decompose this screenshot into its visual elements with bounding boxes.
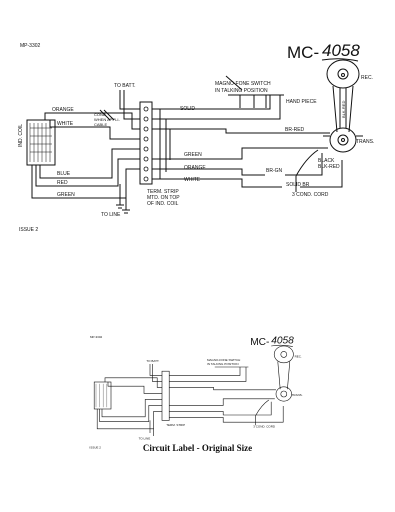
label-trans-small: TRANS. <box>292 393 303 397</box>
induction-coil <box>26 119 56 166</box>
label-cord-small: 3 COND. CORD <box>253 425 276 429</box>
wire-label-white: WHITE <box>57 121 74 127</box>
diagram-title-number-small: 4058 <box>271 336 294 347</box>
diagram-title-prefix: MC- <box>287 43 319 62</box>
label-term-strip-1: TERM. STRIP <box>147 189 179 195</box>
label-to-line-small: TO LINE <box>139 437 151 441</box>
caption: Circuit Label - Original Size <box>142 443 253 453</box>
small-diagram-group: MP-3302 MC- 4058 ISSUE 2 TO BATT. MAGNO-… <box>89 335 302 449</box>
switch-large <box>225 75 284 108</box>
label-blk-red: BLK-RED <box>318 164 340 170</box>
label-black: BLACK <box>318 158 335 164</box>
label-rec: REC. <box>361 75 373 81</box>
wire-label-red: RED <box>57 180 68 186</box>
label-rec-small: REC. <box>295 354 302 358</box>
wire-label-br-red: BR-RED <box>285 127 305 133</box>
label-to-batt: TO BATT. <box>114 83 135 89</box>
wire-label-solid-br: SOLID BR <box>286 182 310 188</box>
wiring-large <box>31 90 343 214</box>
label-switch-2-small: IN TALKING POSITION <box>207 362 239 366</box>
wire-label-orange-2: ORANGE <box>184 165 206 171</box>
label-to-line: TO LINE <box>101 212 121 218</box>
label-switch-2: IN TALKING POSITION <box>215 88 268 94</box>
wire-label-white-2: WHITE <box>184 177 201 183</box>
wire-label-br-gn: BR-GN <box>266 168 283 174</box>
diagram-title-number: 4058 <box>322 41 360 60</box>
diagram-title-prefix-small: MC- <box>250 337 269 348</box>
terminal-strip <box>139 101 153 185</box>
issue-label-small: ISSUE 2 <box>89 446 101 450</box>
drawing-number-small: MP-3302 <box>90 335 103 339</box>
label-term-strip-3: OF IND. COIL <box>147 201 179 207</box>
label-cond-3: CABLE <box>94 122 107 127</box>
wire-label-orange: ORANGE <box>52 107 74 113</box>
label-cond-2: WHEN APPLI- <box>94 117 120 122</box>
label-hand-piece: HAND PIECE <box>286 99 317 105</box>
drawing-number: MP-3302 <box>20 43 41 49</box>
issue-label: ISSUE 2 <box>19 227 38 233</box>
wire-label-green: GREEN <box>184 152 202 158</box>
label-ind-coil: IND. COIL <box>18 124 24 147</box>
wire-label-blue: BLUE <box>57 171 71 177</box>
label-blk-red-vertical: BLK-RED <box>341 101 346 118</box>
handset-large <box>295 59 363 192</box>
large-diagram-text: MP-3302 MC- 4058 TO BATT. MAGNO-FONE SWI… <box>18 41 374 233</box>
label-term-strip-small: TERM. STRIP <box>166 423 185 427</box>
label-switch-1: MAGNO-FONE SWITCH <box>215 81 271 87</box>
label-cond-1: COND. <box>94 112 107 117</box>
label-term-strip-2: MTD. ON TOP <box>147 195 180 201</box>
wire-label-green-2: GREEN <box>57 192 75 198</box>
label-to-batt-small: TO BATT. <box>146 359 159 363</box>
title-underline <box>321 58 359 62</box>
label-cord: 3 COND. CORD <box>292 192 329 198</box>
label-switch-1-small: MAGNO-FONE SWITCH <box>207 358 240 362</box>
label-trans: TRANS. <box>356 139 374 145</box>
